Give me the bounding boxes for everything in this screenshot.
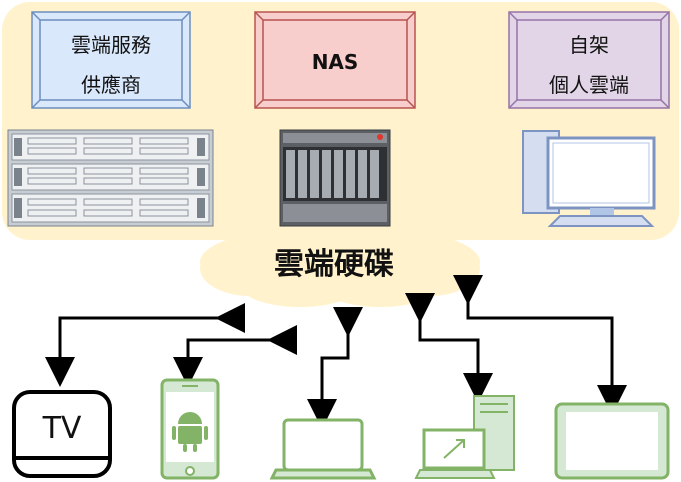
tv-device: TV xyxy=(12,390,112,478)
tablet-device xyxy=(554,402,670,480)
self-hosted-label-line2: 個人雲端 xyxy=(549,73,629,97)
arrow-tv xyxy=(45,303,245,387)
arrow-tablet xyxy=(453,275,627,415)
cloud-provider-box: 雲端服務 供應商 xyxy=(31,11,191,109)
self-hosted-label-line1: 自架 xyxy=(569,33,609,57)
cloud-label: 雲端硬碟 xyxy=(274,247,394,282)
nas-box: NAS xyxy=(254,11,416,109)
android-phone-device xyxy=(160,378,220,480)
self-hosted-box: 自架 個人雲端 xyxy=(508,11,670,109)
connectors xyxy=(45,275,627,429)
cloud-provider-label-line1: 雲端服務 xyxy=(71,33,151,57)
laptop-device xyxy=(269,418,377,480)
arrow-phone xyxy=(173,325,297,387)
cloud-provider-label-line2: 供應商 xyxy=(81,73,141,97)
arrow-workstation xyxy=(405,293,493,403)
workstation-device xyxy=(414,395,515,479)
nas-label: NAS xyxy=(312,50,359,74)
rack-server-icon xyxy=(7,129,214,227)
tv-label: TV xyxy=(42,411,82,446)
arrow-laptop xyxy=(307,307,363,429)
android-icon xyxy=(172,412,208,452)
nas-enclosure-icon xyxy=(279,129,391,227)
desktop-pc-icon xyxy=(522,130,656,227)
